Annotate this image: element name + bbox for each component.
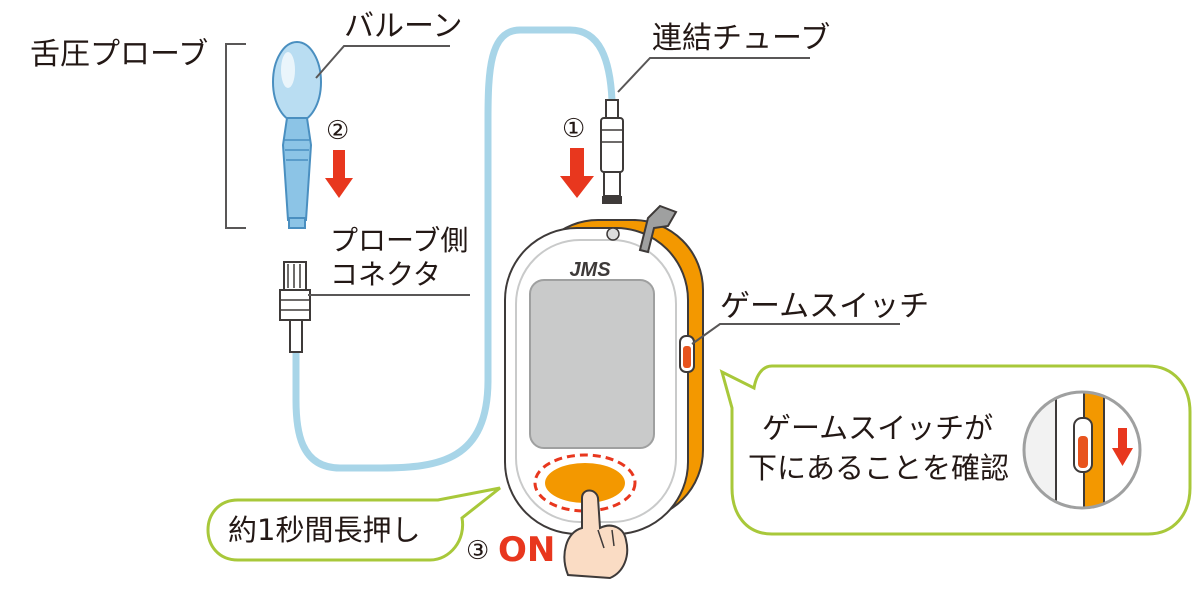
step1-number: ① bbox=[562, 114, 586, 144]
check-bubble-line2: 下にあることを確認 bbox=[748, 451, 1010, 485]
tube-side-connector bbox=[600, 99, 624, 204]
label-tube: 連結チューブ bbox=[652, 21, 831, 56]
arrow-step2 bbox=[325, 150, 353, 198]
leader-tube bbox=[617, 57, 810, 93]
label-connector-line2: コネクタ bbox=[330, 258, 441, 291]
arrow-step1 bbox=[560, 148, 594, 198]
leader-balloon bbox=[315, 45, 450, 79]
label-switch: ゲームスイッチ bbox=[720, 289, 930, 324]
label-balloon: バルーン bbox=[344, 9, 463, 44]
label-connector-line1: プローブ側 bbox=[330, 224, 469, 257]
check-bubble-line1: ゲームスイッチが bbox=[762, 411, 994, 445]
device-logo: JMS bbox=[569, 259, 611, 281]
connecting-tube bbox=[292, 26, 616, 472]
step2-number: ② bbox=[326, 116, 350, 146]
probe-side-connector bbox=[279, 261, 311, 353]
probe-bracket bbox=[225, 43, 246, 229]
finger-pointer bbox=[563, 489, 629, 580]
measuring-device bbox=[504, 204, 704, 535]
press-bubble bbox=[206, 486, 501, 562]
leader-switch bbox=[691, 323, 900, 345]
on-label: ON bbox=[498, 530, 556, 570]
balloon-probe bbox=[272, 41, 322, 229]
step3-number: ③ bbox=[466, 536, 490, 566]
press-bubble-text: 約1秒間長押し bbox=[228, 513, 421, 547]
label-tongue-probe: 舌圧プローブ bbox=[30, 37, 209, 72]
